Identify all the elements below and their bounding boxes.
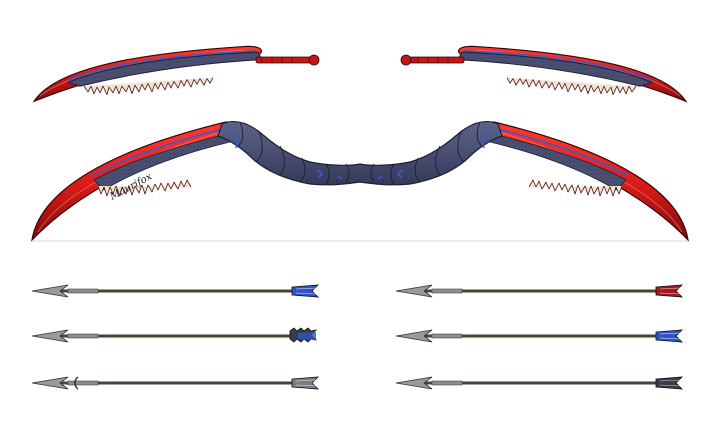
top-right-limb — [400, 45, 687, 103]
arrow-barbed-gray-left-3 — [31, 376, 320, 390]
top-left-pin — [255, 54, 320, 66]
assembled-bow: Maurifox — [31, 121, 689, 242]
bow-riser — [217, 121, 503, 186]
top-right-pin — [400, 54, 465, 66]
arrow-dark-fletching-right-3 — [395, 376, 684, 390]
arrow-serrated-blue-left-2 — [31, 327, 318, 343]
arrow-blue-fletching-right-2 — [395, 329, 684, 343]
top-left-limb — [33, 45, 320, 103]
arrow-blue-fletching-left-1 — [31, 284, 320, 298]
arrow-red-fletching-right-1 — [395, 284, 684, 298]
